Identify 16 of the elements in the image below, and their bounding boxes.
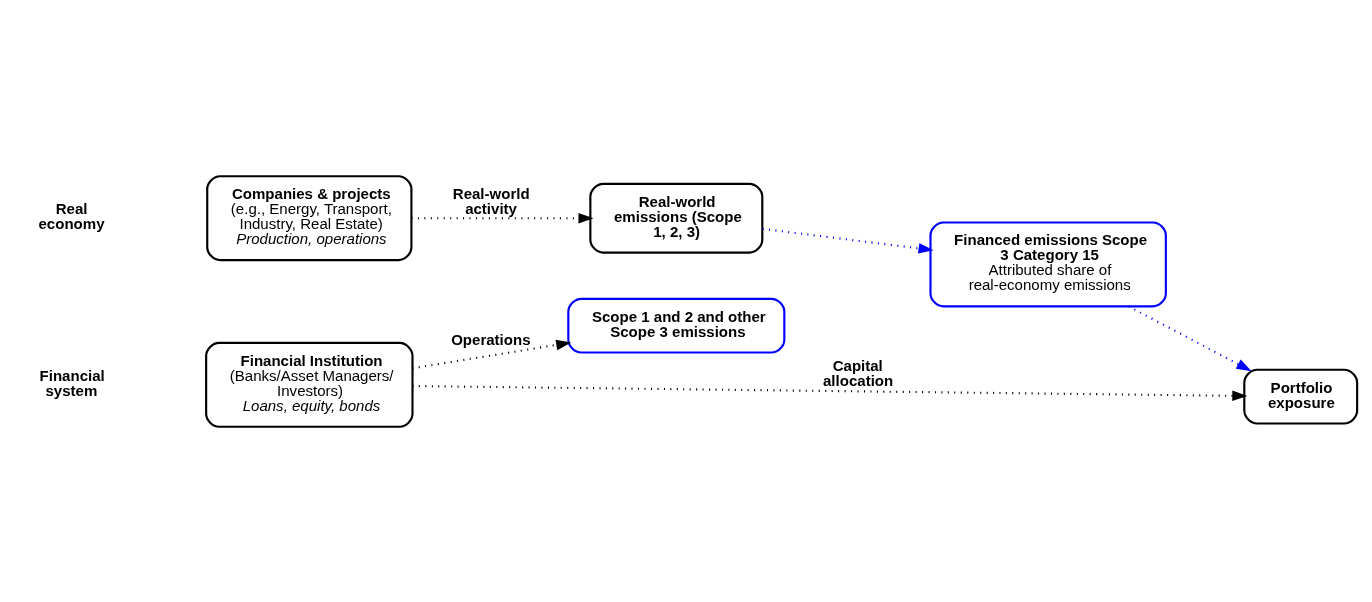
arrow <box>412 339 572 369</box>
label: Real economy <box>38 199 105 232</box>
label: Financial system <box>39 366 105 399</box>
arrow <box>412 384 1248 401</box>
arrow <box>411 212 594 223</box>
arrow <box>762 227 934 254</box>
edge-label: Real-world activity <box>452 184 530 217</box>
node-box: Scope 1 and 2 and other Scope 3 emissions <box>567 297 786 354</box>
edge-label: Operations <box>451 330 531 348</box>
node-box: Portfolio exposure <box>1243 368 1359 425</box>
arrow <box>1128 304 1252 371</box>
edge-label: Capital allocation <box>823 356 894 389</box>
node-box: Companies & projects (e.g., Energy, Transport, Industry, Real Estate) Production, operations <box>206 174 413 261</box>
node-box: Financial Institution (Banks/Asset Managers/ Investors) Loans, equity, bonds <box>205 341 414 428</box>
node-box: Real-world emissions (Scope 1, 2, 3) <box>589 182 764 254</box>
node-box: Financed emissions Scope 3 Category 15 Attributed share of real-economy emissions <box>929 220 1167 307</box>
